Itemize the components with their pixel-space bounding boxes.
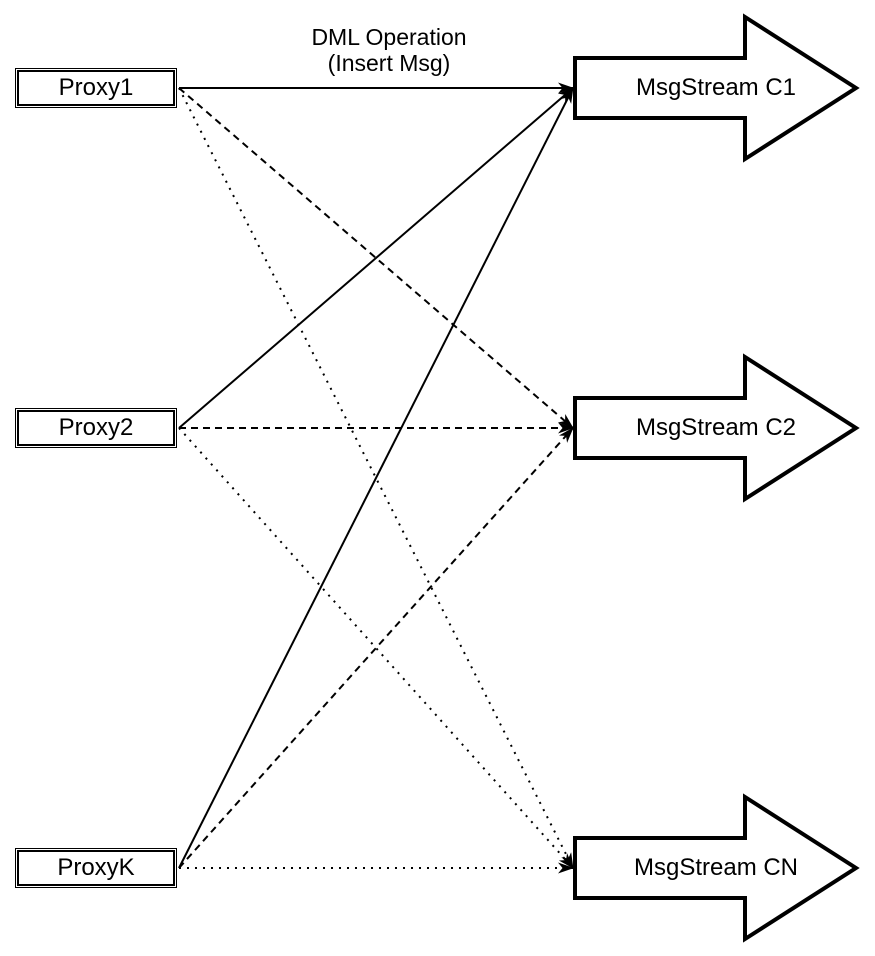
edge-proxyk-to-c2 — [178, 427, 574, 869]
edge-proxy2-to-c1 — [178, 87, 574, 429]
edge-proxy1-to-c2 — [178, 87, 574, 429]
msgstream-c2-arrow — [573, 353, 860, 503]
node-proxy1-label: Proxy1 — [58, 74, 134, 101]
node-proxy2: Proxy2 — [17, 410, 175, 446]
node-proxyk-label: ProxyK — [57, 854, 135, 881]
edge-label-line1: DML Operation — [311, 24, 467, 50]
msgstream-c1-arrow — [573, 13, 860, 163]
node-proxy1: Proxy1 — [17, 70, 175, 106]
edge-proxy1-to-cn — [178, 87, 574, 869]
node-proxy2-label: Proxy2 — [58, 414, 134, 441]
node-proxyk: ProxyK — [17, 850, 175, 886]
msgstream-cn-arrow — [573, 793, 860, 943]
edge-lines-group — [178, 82, 574, 874]
edge-proxyk-to-c1 — [178, 87, 574, 869]
edge-label-dml-operation: DML Operation (Insert Msg) — [269, 24, 509, 76]
edge-label-line2: (Insert Msg) — [327, 50, 451, 76]
